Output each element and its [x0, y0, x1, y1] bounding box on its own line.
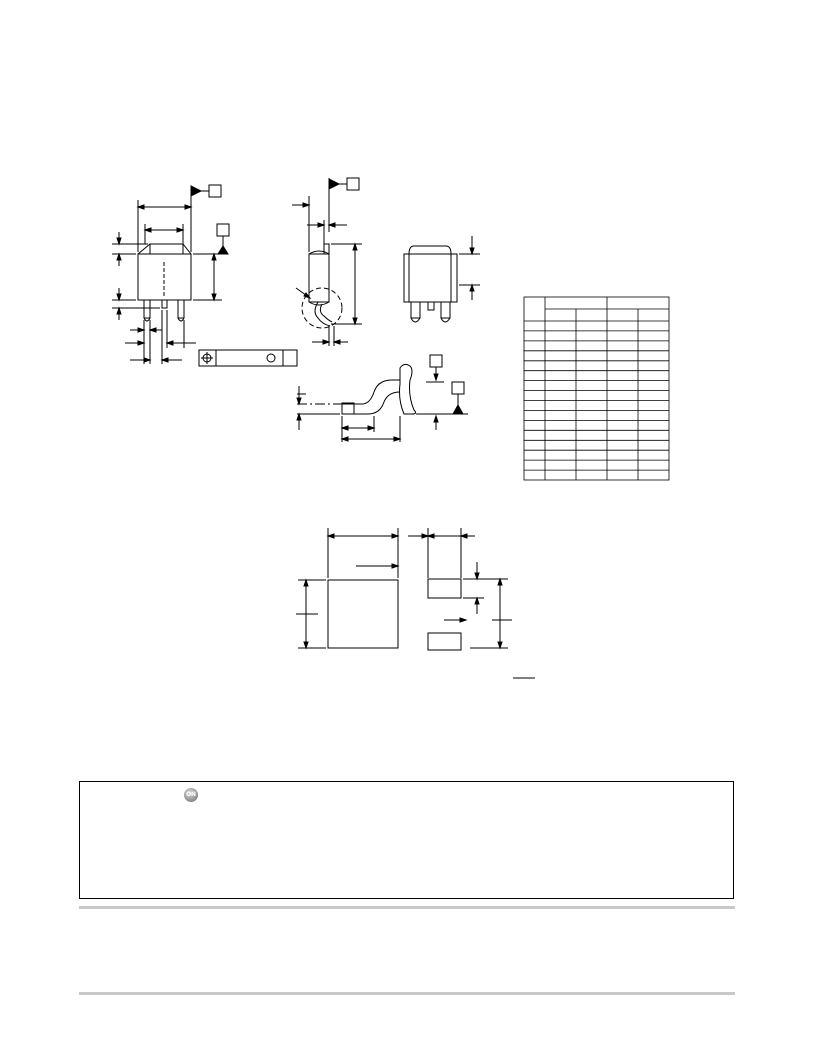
footer-rule-top — [79, 906, 735, 909]
dimension-table — [523, 296, 670, 481]
side-view — [292, 177, 362, 346]
legal-notice-box — [79, 781, 734, 899]
lead-detail-view — [296, 354, 468, 442]
soldering-footprint — [296, 528, 535, 679]
footer-rule-bottom — [79, 992, 735, 995]
front-view — [112, 184, 298, 367]
on-semiconductor-logo-icon: ON — [184, 788, 198, 802]
top-view — [403, 236, 480, 323]
